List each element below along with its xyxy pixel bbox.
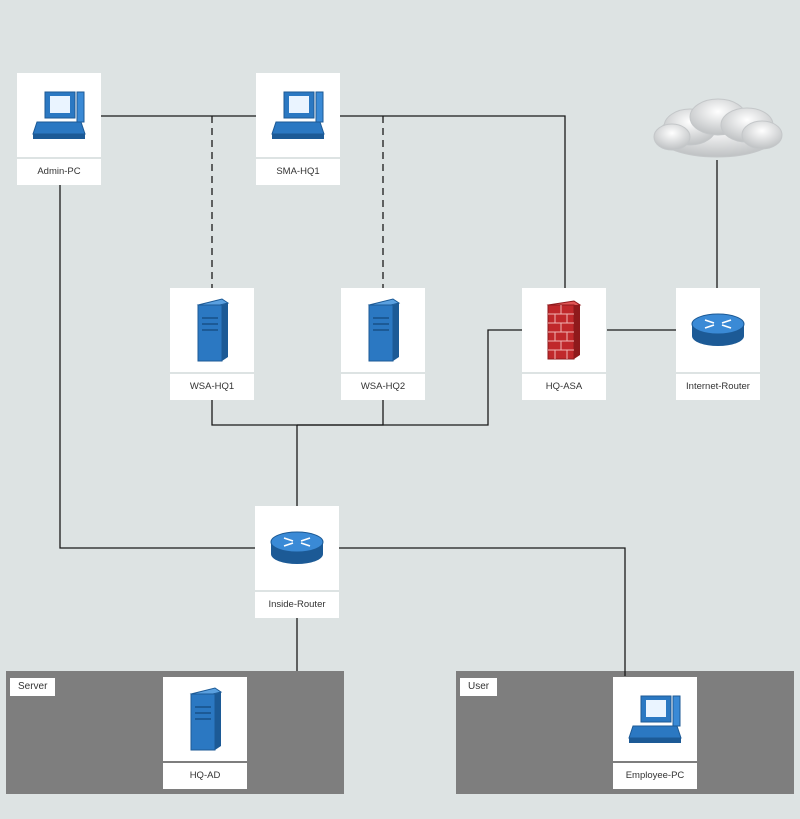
router-icon (691, 313, 745, 346)
node-admin-pc[interactable]: Admin-PC (17, 73, 101, 185)
node-label: Internet-Router (676, 374, 760, 400)
node-internet-router[interactable]: Internet-Router (676, 288, 760, 400)
workstation-icon (628, 695, 682, 743)
node-hq-asa[interactable]: HQ-ASA (522, 288, 606, 400)
node-hq-ad[interactable]: HQ-AD (163, 677, 247, 789)
internet-cloud (650, 95, 785, 165)
firewall-icon (546, 300, 582, 360)
server-icon (189, 687, 223, 751)
node-label: SMA-HQ1 (256, 159, 340, 185)
node-inside-router[interactable]: Inside-Router (255, 506, 339, 618)
node-sma-hq1[interactable]: SMA-HQ1 (256, 73, 340, 185)
link-wsa-bus (211, 400, 384, 426)
cloud-icon (653, 98, 783, 158)
user-zone-label: User (460, 678, 498, 696)
server-zone-label: Server (10, 678, 56, 696)
node-label: HQ-AD (163, 763, 247, 789)
node-label: WSA-HQ2 (341, 374, 425, 400)
link-asa-bus (297, 329, 522, 426)
node-wsa-hq2[interactable]: WSA-HQ2 (341, 288, 425, 400)
node-wsa-hq1[interactable]: WSA-HQ1 (170, 288, 254, 400)
server-icon (367, 298, 401, 362)
link-sma-asa (339, 115, 566, 288)
node-label: HQ-ASA (522, 374, 606, 400)
node-label: WSA-HQ1 (170, 374, 254, 400)
link-inside-employee (339, 547, 626, 676)
node-label: Inside-Router (255, 592, 339, 618)
node-label: Admin-PC (17, 159, 101, 185)
workstation-icon (271, 91, 325, 139)
workstation-icon (32, 91, 86, 139)
server-icon (196, 298, 230, 362)
node-label: Employee-PC (613, 763, 697, 789)
link-admin-inside (59, 185, 256, 549)
router-icon (270, 531, 324, 564)
node-employee-pc[interactable]: Employee-PC (613, 677, 697, 789)
